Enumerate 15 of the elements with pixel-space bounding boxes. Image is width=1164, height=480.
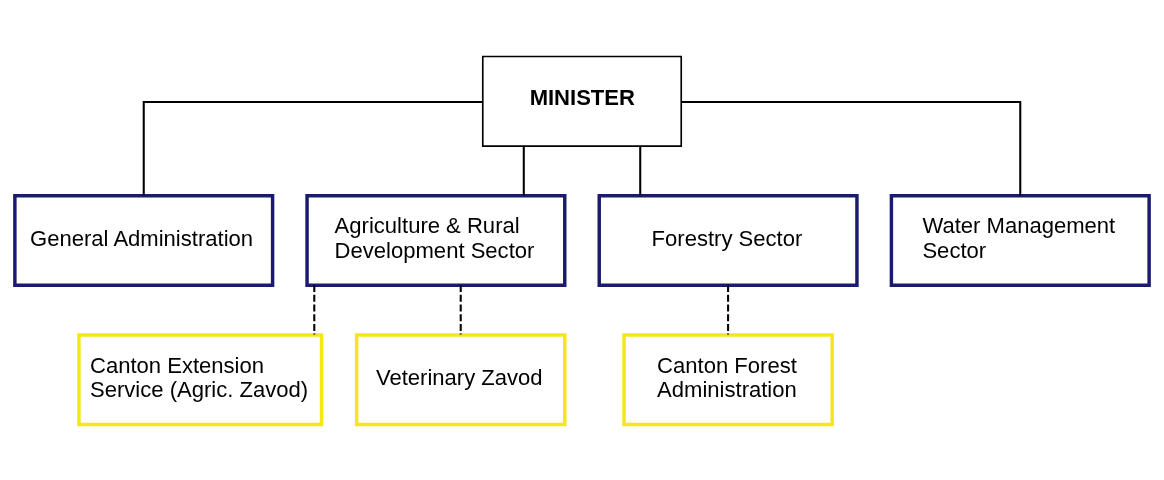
connector xyxy=(727,284,730,334)
node-box: Agriculture & Rural Development Sector xyxy=(305,193,567,287)
connector xyxy=(522,145,525,195)
node-box: Water Management Sector xyxy=(889,193,1151,287)
connector xyxy=(459,284,462,334)
connector xyxy=(142,100,483,196)
connector xyxy=(639,145,642,195)
node-box: Forestry Sector xyxy=(597,193,859,287)
node-box: MINISTER xyxy=(481,55,683,147)
connector xyxy=(681,100,1022,196)
node-box: Canton Forest Administration xyxy=(622,332,834,426)
node-box: General Administration xyxy=(13,193,275,287)
connector xyxy=(313,284,316,334)
node-box: Canton Extension Service (Agric. Zavod) xyxy=(77,332,324,426)
node-box: Veterinary Zavod xyxy=(354,332,567,426)
